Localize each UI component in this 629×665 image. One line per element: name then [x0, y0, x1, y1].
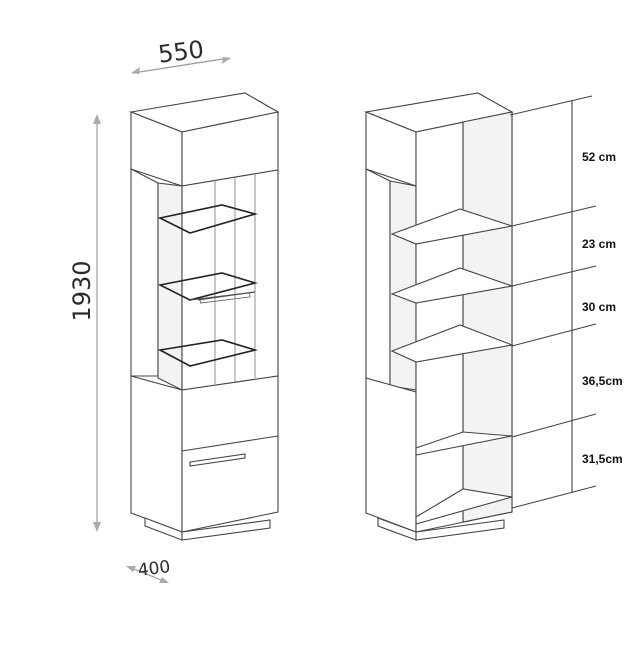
right-cabinet-shelf-3 [390, 324, 515, 363]
width-dimension: 550 [131, 35, 231, 74]
shelf-spacing-dimensions: 52 cm 23 cm 30 cm 36,5cm 31,5cm [509, 95, 623, 509]
dimension-tick-2 [511, 205, 597, 227]
right-cabinet-lower-side [365, 377, 417, 533]
right-cabinet [363, 92, 515, 541]
left-cabinet-side-panel [130, 168, 159, 377]
depth-label: 400 [137, 557, 172, 581]
spacing-label-2: 23 cm [582, 237, 616, 251]
depth-dimension: 400 [126, 557, 171, 583]
height-dimension: 1930 [68, 114, 101, 532]
left-cabinet-glass-section [157, 169, 279, 391]
dimension-tick-5 [511, 413, 597, 438]
right-cabinet-shelf-4 [415, 431, 513, 456]
right-cabinet-bottom [415, 488, 513, 525]
dimension-tick-3 [511, 265, 597, 287]
left-cabinet-lower-front [181, 375, 279, 533]
spacing-label-1: 52 cm [582, 150, 616, 164]
dimension-tick-4 [511, 323, 597, 347]
width-label: 550 [157, 35, 206, 68]
height-label: 1930 [68, 260, 96, 321]
left-cabinet-lower-side [130, 375, 183, 533]
spacing-label-3: 30 cm [582, 300, 616, 314]
dimension-tick-6 [511, 485, 597, 509]
spacing-label-5: 31,5cm [582, 452, 623, 466]
right-cabinet-side-panel [365, 168, 391, 387]
spacing-label-4: 36,5cm [582, 374, 623, 388]
dimension-tick-1 [509, 95, 593, 116]
left-cabinet [128, 92, 280, 541]
left-cabinet-drawer-handle [189, 453, 246, 467]
